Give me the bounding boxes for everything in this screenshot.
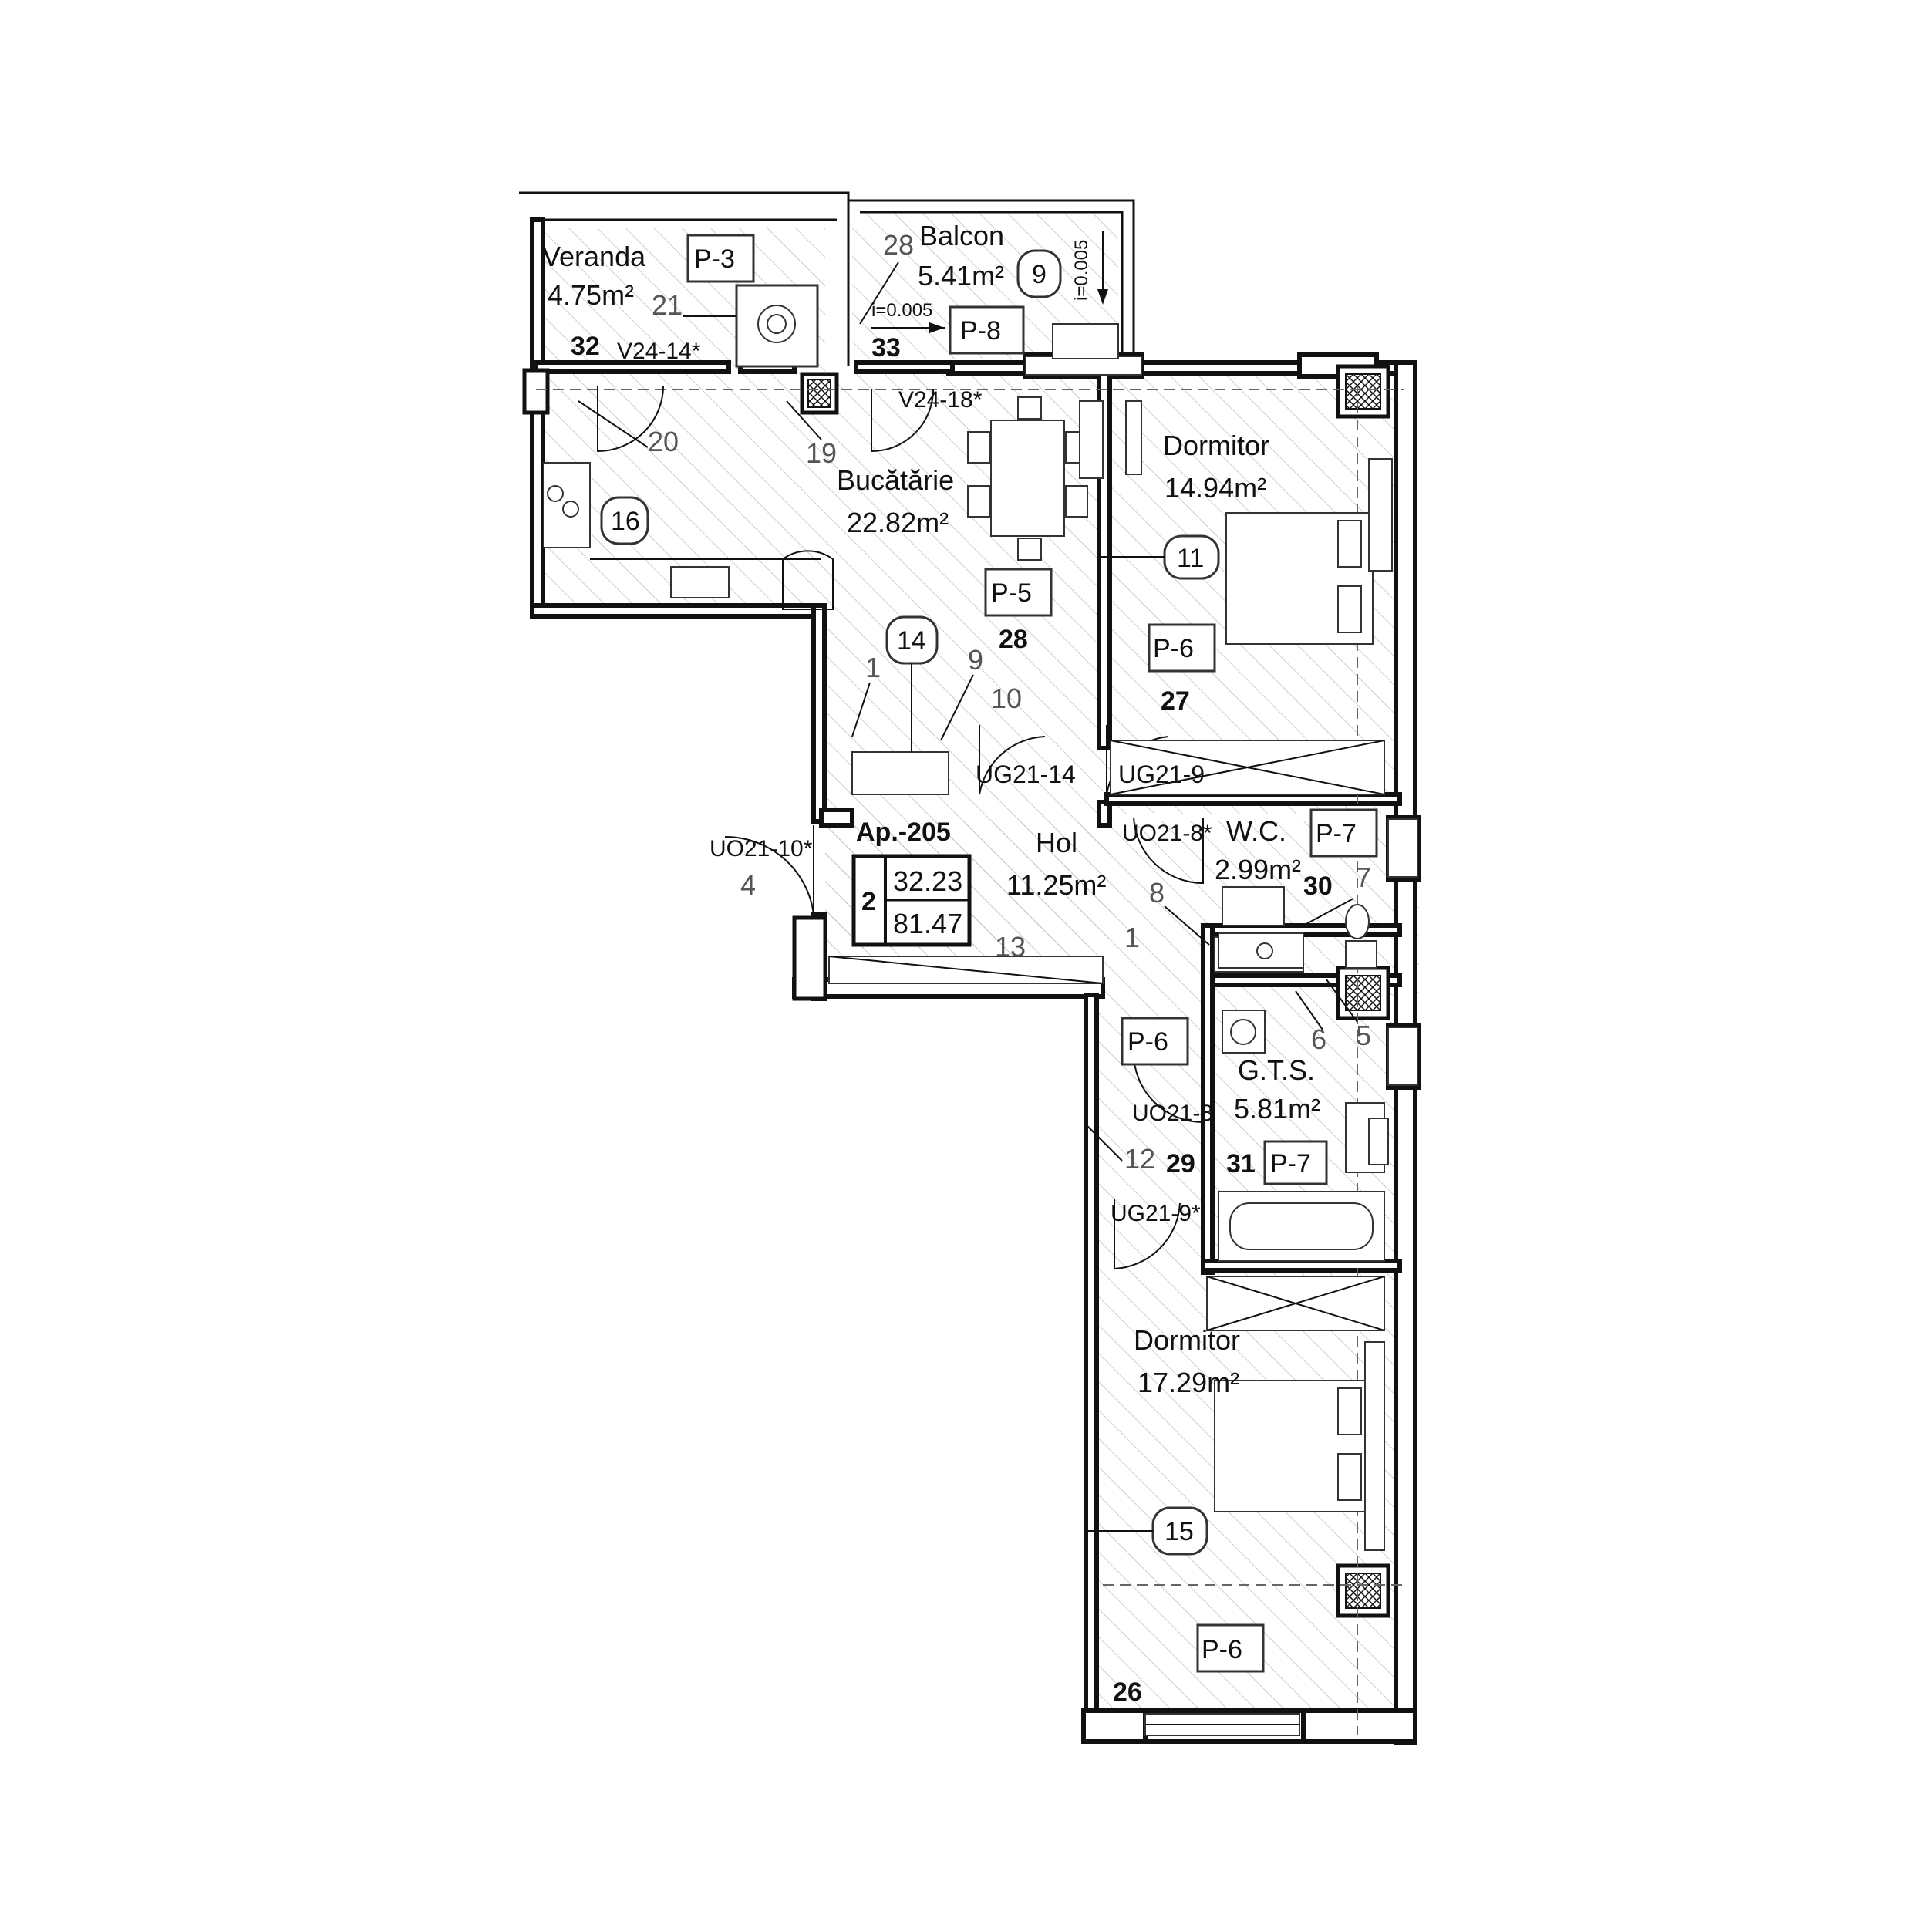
space-number-32: 32 xyxy=(571,332,600,361)
apartment-rooms: 2 xyxy=(861,887,876,916)
room-name-bucatarie: Bucătărie xyxy=(837,464,954,496)
windows xyxy=(1025,356,1418,1736)
finish-tags: P-3 P-8 P-5 P-6 P-7 P-6 P-7 P-6 xyxy=(686,234,1378,1673)
circle-tag-16: 16 xyxy=(611,507,640,536)
callout-9: 9 xyxy=(968,644,983,676)
apartment-legend: Ap.-205 2 32.23 81.47 xyxy=(851,818,972,947)
room-name-hol: Hol xyxy=(1036,827,1077,858)
space-number-31: 31 xyxy=(1226,1149,1256,1178)
callout-28: 28 xyxy=(883,229,914,261)
code-ug21-9-star: UG21-9* xyxy=(1111,1201,1201,1226)
space-number-27: 27 xyxy=(1161,686,1190,716)
room-area-veranda: 4.75m² xyxy=(548,279,634,311)
code-ug21-9: UG21-9 xyxy=(1118,760,1205,788)
circle-tag-9: 9 xyxy=(1032,260,1047,289)
callout-12: 12 xyxy=(1124,1143,1155,1175)
room-area-bucatarie: 22.82m² xyxy=(847,507,949,538)
callouts: 21 28 20 19 1 9 10 4 8 1 13 7 6 5 12 xyxy=(578,229,1371,1175)
callout-21: 21 xyxy=(652,289,683,321)
furniture xyxy=(543,284,1393,1551)
space-number-30: 30 xyxy=(1303,872,1333,901)
apartment-code: Ap.-205 xyxy=(856,818,951,847)
space-numbers: 32 33 28 27 30 29 31 26 xyxy=(571,332,1333,1707)
code-ug21-14: UG21-14 xyxy=(976,760,1076,788)
room-name-veranda: Veranda xyxy=(542,241,646,272)
callout-1-kitchen: 1 xyxy=(865,652,881,683)
tag-p3: P-3 xyxy=(694,244,735,274)
apartment-area-1: 32.23 xyxy=(893,865,962,897)
room-area-balcon: 5.41m² xyxy=(918,260,1004,292)
code-v24-18: V24-18* xyxy=(898,387,983,413)
slope-marks: i=0.005 i=0.005 xyxy=(871,231,1108,333)
callout-7: 7 xyxy=(1356,861,1371,893)
callout-4: 4 xyxy=(740,869,756,901)
callout-5: 5 xyxy=(1356,1020,1371,1051)
callout-8: 8 xyxy=(1149,877,1165,909)
slope-balcony-vertical: i=0.005 xyxy=(1071,240,1092,301)
slope-balcony-horizontal: i=0.005 xyxy=(871,300,932,321)
circle-tag-15: 15 xyxy=(1165,1517,1194,1546)
columns xyxy=(522,364,1390,1618)
tag-p6-dormitor2: P-6 xyxy=(1202,1635,1242,1664)
tag-p5: P-5 xyxy=(991,578,1032,608)
callout-19: 19 xyxy=(806,437,837,469)
tag-p7-wc: P-7 xyxy=(1316,819,1357,848)
callout-6: 6 xyxy=(1311,1023,1326,1055)
code-uo21-8-star: UO21-8* xyxy=(1122,821,1212,846)
circle-tag-14: 14 xyxy=(897,626,926,656)
room-area-dormitor-2: 17.29m² xyxy=(1138,1367,1239,1398)
callout-13: 13 xyxy=(995,931,1026,963)
space-number-29: 29 xyxy=(1166,1149,1195,1178)
space-number-33: 33 xyxy=(871,333,901,362)
callout-20: 20 xyxy=(648,426,679,457)
tag-p8: P-8 xyxy=(960,316,1001,346)
code-v24-14: V24-14* xyxy=(617,339,701,364)
tag-p6-dormitor1: P-6 xyxy=(1153,634,1194,663)
room-area-gts: 5.81m² xyxy=(1234,1093,1320,1124)
room-area-hol: 11.25m² xyxy=(1006,869,1106,901)
code-uo21-10: UO21-10* xyxy=(710,836,813,861)
tag-p7-gts: P-7 xyxy=(1270,1149,1311,1178)
callout-10: 10 xyxy=(991,683,1022,714)
apartment-area-2: 81.47 xyxy=(893,908,962,939)
room-name-balcon: Balcon xyxy=(919,220,1004,251)
room-name-dormitor-2: Dormitor xyxy=(1134,1324,1240,1356)
room-name-gts: G.T.S. xyxy=(1238,1054,1315,1086)
room-area-dormitor-1: 14.94m² xyxy=(1165,472,1266,504)
code-uo21-8: UO21-8 xyxy=(1132,1101,1213,1126)
room-labels: Veranda 4.75m² Balcon 5.41m² Bucătărie 2… xyxy=(542,220,1320,1398)
room-name-wc: W.C. xyxy=(1226,815,1286,847)
room-area-wc: 2.99m² xyxy=(1215,854,1301,885)
circle-tags: 9 16 11 14 15 xyxy=(600,249,1220,1556)
callout-1-hall: 1 xyxy=(1124,922,1140,953)
circle-tag-11: 11 xyxy=(1177,544,1204,573)
tag-p6-hol: P-6 xyxy=(1127,1027,1168,1057)
room-name-dormitor-1: Dormitor xyxy=(1163,430,1269,461)
door-window-codes: V24-14* V24-18* UG21-14 UG21-9 UO21-10* … xyxy=(617,339,1213,1226)
space-number-26: 26 xyxy=(1113,1677,1142,1707)
space-number-28: 28 xyxy=(999,625,1028,654)
